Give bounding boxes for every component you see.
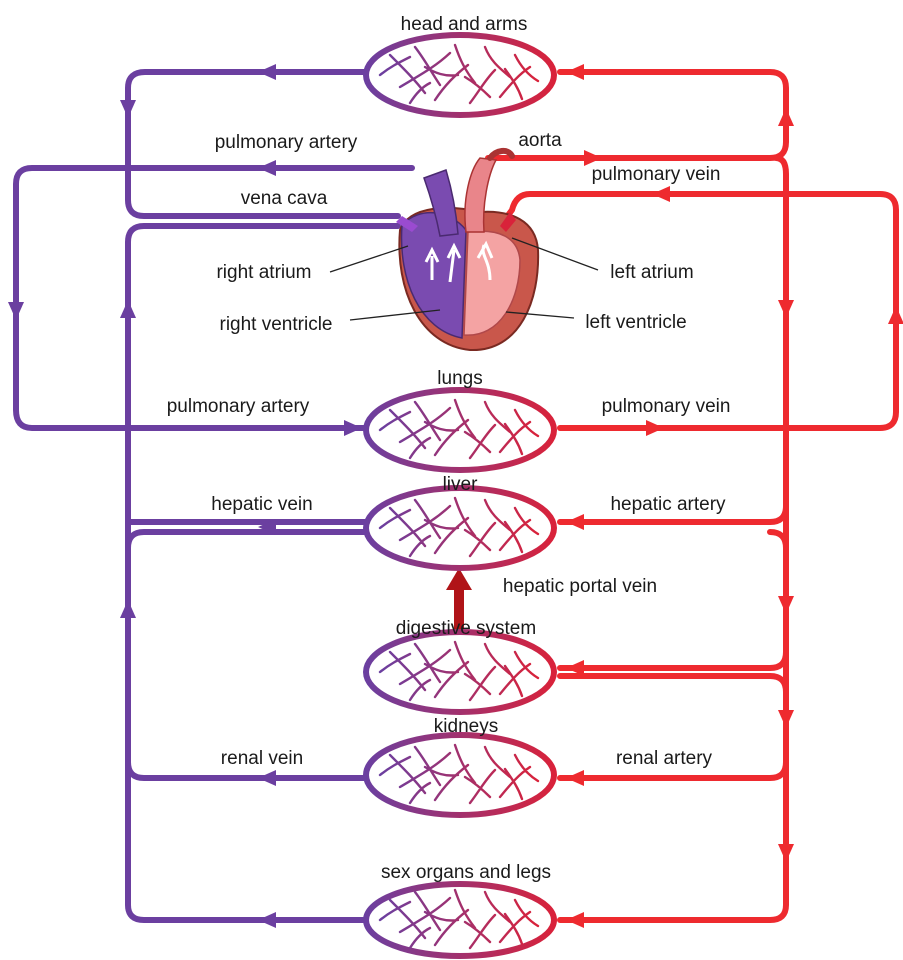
capillary-liver <box>366 488 554 568</box>
label-pulmonary-artery-top: pulmonary artery <box>215 132 358 153</box>
label-sex-organs-legs: sex organs and legs <box>381 862 551 883</box>
label-aorta: aorta <box>518 130 562 151</box>
label-vena-cava: vena cava <box>241 188 328 209</box>
capillary-lungs <box>366 390 554 470</box>
label-lungs: lungs <box>437 368 482 389</box>
capillary-legs <box>366 884 554 956</box>
heart-illustration <box>396 151 538 350</box>
label-left-atrium: left atrium <box>610 262 693 283</box>
label-hepatic-vein: hepatic vein <box>211 494 312 515</box>
label-renal-vein: renal vein <box>221 748 303 769</box>
label-pulmonary-artery: pulmonary artery <box>167 396 310 417</box>
capillary-digestive <box>366 632 554 712</box>
capillary-kidneys <box>366 735 554 815</box>
deoxygenated-vessels <box>8 64 412 928</box>
label-head-arms: head and arms <box>401 14 528 35</box>
label-hepatic-portal-vein: hepatic portal vein <box>503 576 657 597</box>
capillary-head-arms <box>366 35 554 115</box>
label-pulmonary-vein: pulmonary vein <box>602 396 731 417</box>
label-right-atrium: right atrium <box>216 262 311 283</box>
label-pulmonary-vein-top: pulmonary vein <box>592 164 721 185</box>
label-hepatic-artery: hepatic artery <box>610 494 726 515</box>
label-right-ventricle: right ventricle <box>220 314 333 335</box>
label-digestive-system: digestive system <box>396 618 536 639</box>
label-liver: liver <box>443 474 479 495</box>
label-renal-artery: renal artery <box>616 748 713 769</box>
label-left-ventricle: left ventricle <box>585 312 686 333</box>
label-kidneys: kidneys <box>434 716 498 737</box>
